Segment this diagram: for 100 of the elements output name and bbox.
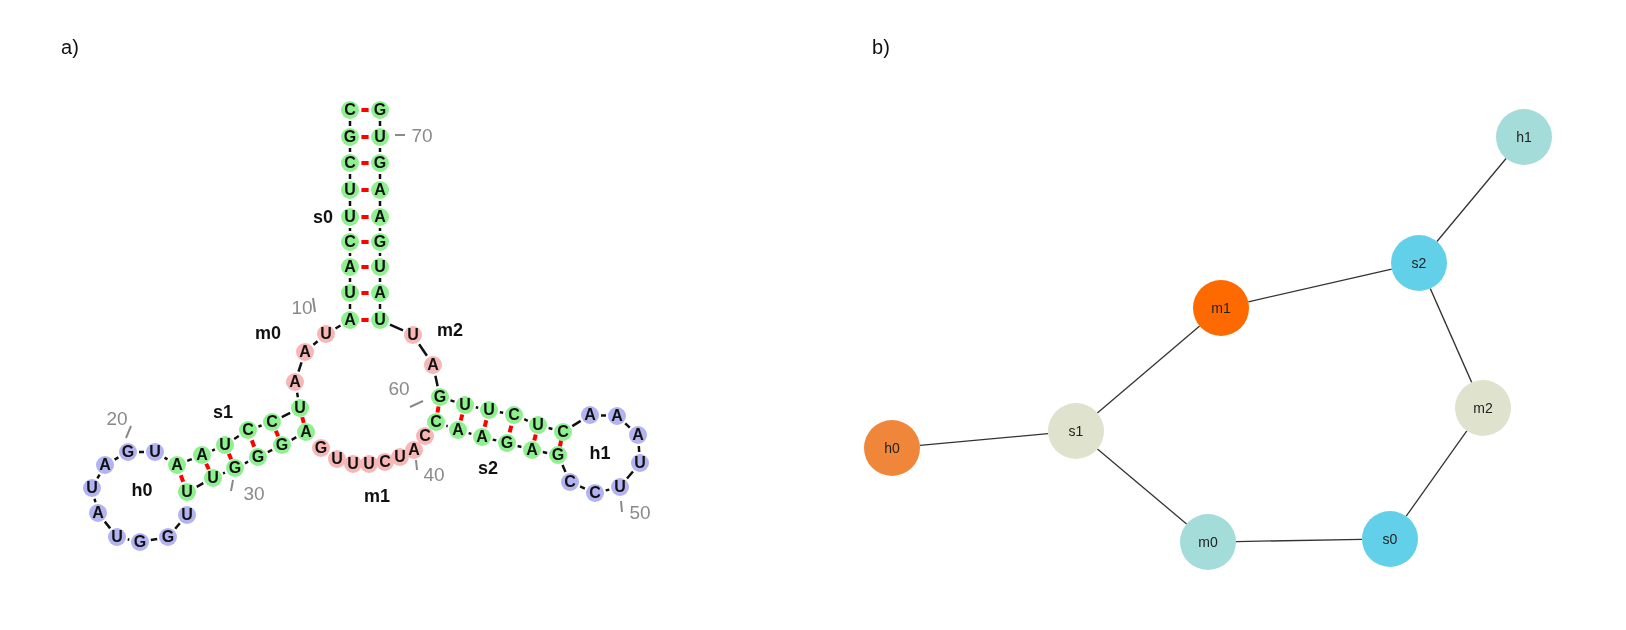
nucleotide-letter: A [611, 408, 623, 424]
nucleotide-letter: A [632, 427, 644, 443]
structure-label: s1 [213, 403, 233, 421]
nucleotide-letter: U [149, 444, 161, 460]
nucleotide-letter: G [228, 460, 242, 476]
graph-edge [1096, 325, 1201, 414]
nucleotide-letter: A [299, 344, 311, 360]
nucleotide-letter: U [374, 312, 386, 328]
position-number: 60 [388, 378, 410, 398]
nucleotide-letter: A [344, 259, 356, 275]
nucleotide-letter: A [526, 442, 538, 458]
structure-label: m2 [437, 321, 463, 339]
graph-edge [919, 432, 1049, 447]
nucleotide-letter: U [344, 182, 356, 198]
nucleotide-letter: G [373, 102, 387, 118]
graph-node: s0 [1362, 511, 1418, 567]
nucleotide-letter: G [251, 449, 265, 465]
nucleotide-letter: G [373, 234, 387, 250]
nucleotide-letter: A [374, 209, 386, 225]
nucleotide-letter: U [207, 470, 219, 486]
nucleotide-letter: G [133, 534, 147, 550]
nucleotide-letter: G [161, 529, 175, 545]
graph-edge [1436, 157, 1507, 243]
structure-label: h1 [589, 444, 611, 462]
structure-label: s0 [313, 208, 333, 226]
nucleotide-letter: C [344, 234, 356, 250]
nucleotide-letter: U [111, 529, 123, 545]
structure-label: m0 [255, 324, 281, 342]
position-number: 50 [629, 502, 651, 522]
nucleotide-letter: A [374, 285, 386, 301]
nucleotide-letter: A [99, 457, 111, 473]
graph-node: m1 [1193, 280, 1249, 336]
nucleotide-letter: A [196, 447, 208, 463]
nucleotide-letter: A [300, 424, 312, 440]
nucleotide-letter: U [374, 259, 386, 275]
nucleotide-letter: U [363, 456, 375, 472]
panel-label: b) [872, 37, 890, 57]
nucleotide-letter: A [171, 457, 183, 473]
nucleotide-letter: U [294, 400, 306, 416]
nucleotide-letter: U [219, 437, 231, 453]
nucleotide-letter: U [344, 285, 356, 301]
nucleotide-letter: A [408, 442, 420, 458]
nucleotide-letter: G [500, 435, 514, 451]
graph-node: s2 [1391, 235, 1447, 291]
nucleotide-letter: C [344, 102, 356, 118]
position-number: 40 [423, 464, 445, 484]
nucleotide-letter: A [427, 357, 439, 373]
graph-node: s1 [1048, 403, 1104, 459]
structure-label: m1 [364, 487, 390, 505]
position-number: 20 [106, 408, 128, 428]
nucleotide-letter: C [344, 155, 356, 171]
nucleotide-letter: C [508, 407, 520, 423]
nucleotide-letter: U [347, 456, 359, 472]
nucleotide-letter: G [121, 444, 135, 460]
position-number: 10 [291, 297, 313, 317]
nucleotide-letter: C [379, 454, 391, 470]
graph-node: h1 [1496, 109, 1552, 165]
nucleotide-letter: C [242, 422, 254, 438]
graph-edge [1429, 287, 1473, 384]
nucleotide-letter: U [320, 326, 332, 342]
nucleotide-letter: A [452, 422, 464, 438]
nucleotide-letter: C [557, 424, 569, 440]
nucleotide-letter: G [314, 440, 328, 456]
nucleotide-letter: C [589, 485, 601, 501]
nucleotide-letter: C [564, 474, 576, 490]
nucleotide-letter: U [394, 449, 406, 465]
nucleotide-letter: U [374, 129, 386, 145]
nucleotide-letter: C [419, 428, 431, 444]
nucleotide-letter: C [430, 414, 442, 430]
position-number: 30 [243, 483, 265, 503]
graph-edge [1405, 430, 1468, 517]
nucleotide-letter: U [344, 209, 356, 225]
nucleotide-letter: U [407, 327, 419, 343]
nucleotide-letter: G [275, 437, 289, 453]
nucleotide-letter: U [634, 455, 646, 471]
nucleotide-letter: U [331, 451, 343, 467]
graph-edge [1235, 538, 1363, 543]
nucleotide-letter: U [181, 507, 193, 523]
nucleotide-letter: U [614, 479, 626, 495]
nucleotide-letter: A [289, 374, 301, 390]
graph-edge [1096, 448, 1188, 525]
nucleotide-letter: U [483, 402, 495, 418]
graph-edge [1247, 268, 1393, 303]
structure-label: h0 [131, 481, 153, 499]
nucleotide-letter: U [459, 397, 471, 413]
nucleotide-letter: A [374, 182, 386, 198]
nucleotide-letter: G [551, 447, 565, 463]
graph-node: m2 [1455, 380, 1511, 436]
nucleotide-letter: A [476, 429, 488, 445]
nucleotide-letter: A [584, 407, 596, 423]
nucleotide-letter: U [532, 417, 544, 433]
structure-label: s2 [478, 459, 498, 477]
nucleotide-letter: A [92, 505, 104, 521]
nucleotide-letter: U [181, 484, 193, 500]
nucleotide-letter: G [343, 129, 357, 145]
nucleotide-letter: A [344, 312, 356, 328]
graph-node: h0 [864, 420, 920, 476]
nucleotide-letter: G [433, 389, 447, 405]
graph-node: m0 [1180, 514, 1236, 570]
nucleotide-letter: G [373, 155, 387, 171]
